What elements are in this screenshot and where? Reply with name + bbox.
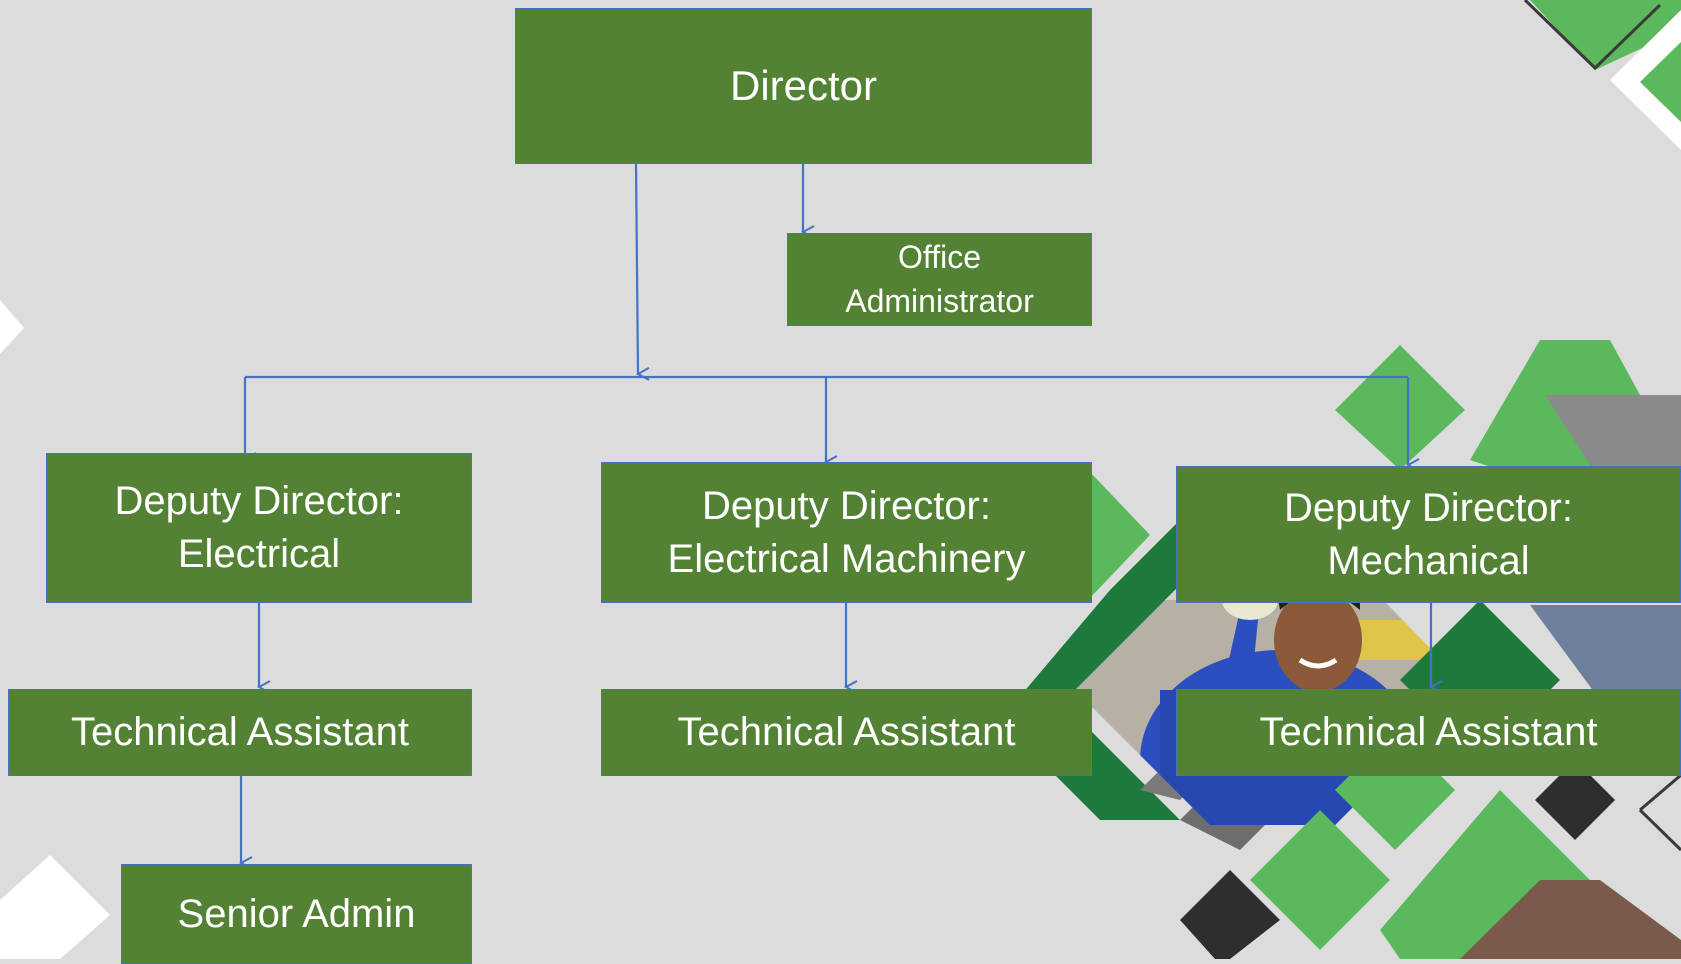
node-office-administrator: Office Administrator — [787, 233, 1092, 326]
node-technical-assistant-electrical: Technical Assistant — [8, 689, 472, 776]
node-deputy-director-mechanical: Deputy Director: Mechanical — [1176, 466, 1681, 603]
left-white-diamond-top — [0, 300, 24, 354]
node-technical-assistant-electrical-machinery: Technical Assistant — [601, 689, 1092, 776]
top-right-diamonds — [1523, 0, 1681, 150]
node-director: Director — [515, 8, 1092, 164]
node-deputy-director-electrical: Deputy Director: Electrical — [46, 453, 472, 603]
node-senior-admin: Senior Admin — [121, 864, 472, 964]
node-deputy-director-electrical-machinery: Deputy Director: Electrical Machinery — [601, 462, 1092, 603]
right-diamond-cluster — [1000, 340, 1681, 959]
left-white-diamond-bottom — [0, 855, 110, 959]
connector-director-to-bus — [634, 162, 638, 374]
node-technical-assistant-mechanical: Technical Assistant — [1176, 689, 1681, 776]
